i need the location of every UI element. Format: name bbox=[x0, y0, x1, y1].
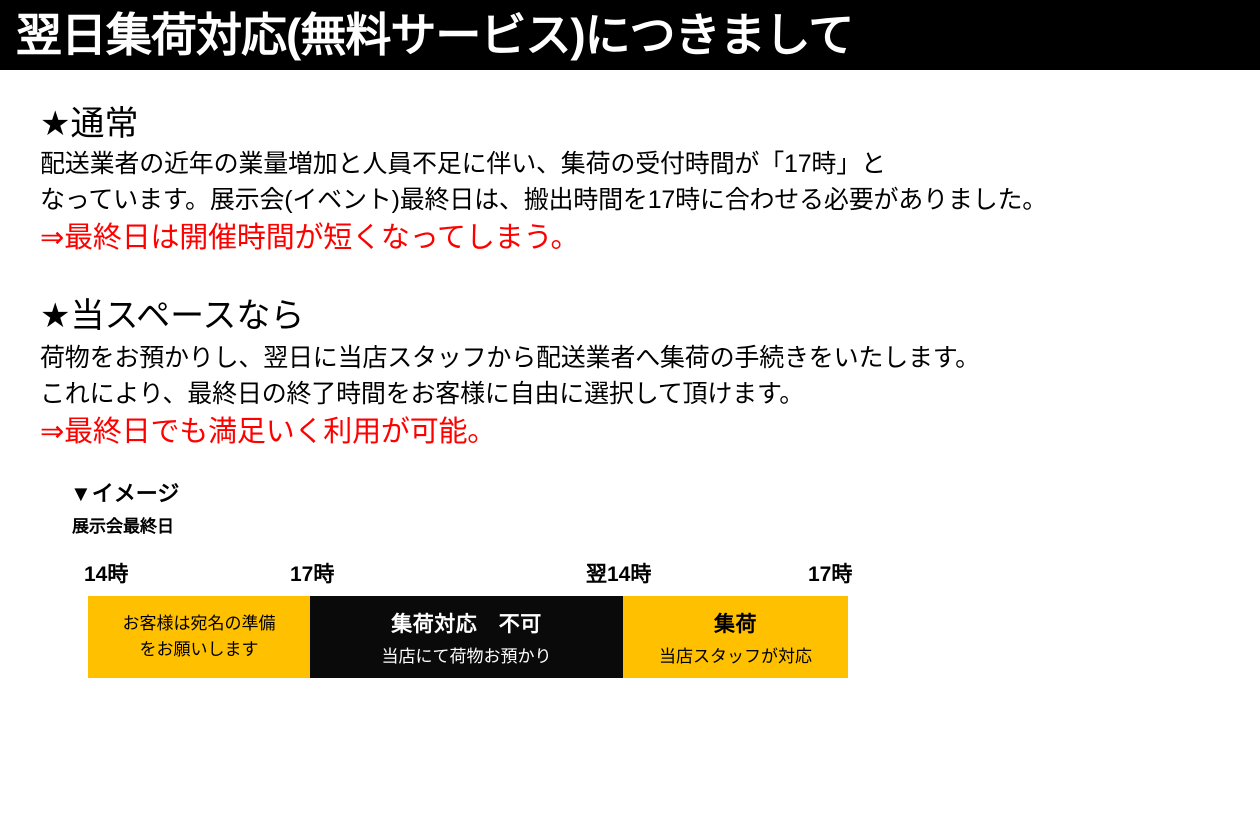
timeline-bar-customer-prep: お客様は宛名の準備 をお願いします bbox=[88, 596, 310, 678]
time-tick-4: 17時 bbox=[808, 563, 853, 586]
section-1-body-line-1: 配送業者の近年の業量増加と人員不足に伴い、集荷の受付時間が「17時」と bbox=[40, 150, 886, 178]
section-2-body-line-1: 荷物をお預かりし、翌日に当店スタッフから配送業者へ集荷の手続きをいたします。 bbox=[40, 344, 980, 372]
timeline-bar-pickup-unavailable: 集荷対応 不可 当店にて荷物お預かり bbox=[310, 596, 623, 678]
section-1-body-line-2: なっています。展示会(イベント)最終日は、搬出時間を17時に合わせる必要がありま… bbox=[40, 186, 1048, 214]
timeline-bar-customer-prep-line-2: をお願いします bbox=[139, 640, 259, 659]
timeline-caption: 展示会最終日 bbox=[72, 517, 174, 536]
section-1-conclusion: ⇒最終日は開催時間が短くなってしまう。 bbox=[40, 222, 580, 254]
illustration-row bbox=[0, 686, 1260, 840]
timeline-bar-pickup-unavailable-title: 集荷対応 不可 bbox=[391, 612, 542, 636]
page-title: 翌日集荷対応(無料サービス)につきまして bbox=[16, 9, 854, 61]
time-tick-2: 17時 bbox=[290, 563, 335, 586]
timeline-bar-pickup-title: 集荷 bbox=[714, 612, 757, 636]
timeline-bar-group: お客様は宛名の準備 をお願いします 集荷対応 不可 当店にて荷物お預かり 集荷 … bbox=[88, 596, 848, 678]
timeline-bar-pickup: 集荷 当店スタッフが対応 bbox=[623, 596, 848, 678]
section-heading-our-space: ★当スペースなら bbox=[40, 297, 305, 335]
section-2-conclusion: ⇒最終日でも満足いく利用が可能。 bbox=[40, 416, 497, 448]
time-tick-3: 翌14時 bbox=[586, 563, 652, 586]
timeline-bar-pickup-unavailable-subtitle: 当店にて荷物お預かり bbox=[381, 646, 552, 666]
section-heading-normal: ★通常 bbox=[40, 105, 139, 143]
timeline-bar-pickup-subtitle: 当店スタッフが対応 bbox=[659, 646, 812, 666]
time-tick-1: 14時 bbox=[84, 563, 129, 586]
image-section-label: ▼イメージ bbox=[70, 481, 180, 506]
timeline-bar-customer-prep-line-1: お客様は宛名の準備 bbox=[122, 614, 276, 633]
title-bar: 翌日集荷対応(無料サービス)につきまして bbox=[0, 0, 1260, 70]
section-2-body-line-2: これにより、最終日の終了時間をお客様に自由に選択して頂けます。 bbox=[40, 380, 805, 408]
